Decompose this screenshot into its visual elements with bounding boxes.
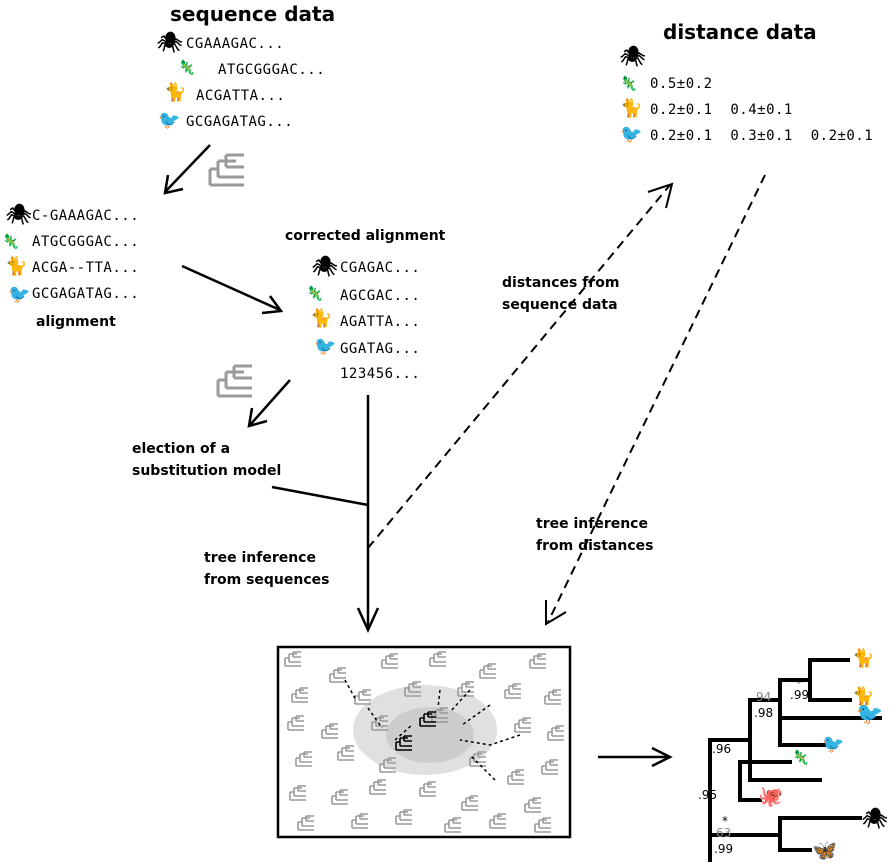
sequence-row: ACGATTA... — [196, 88, 286, 104]
spider-icon: 🕷 — [620, 44, 646, 68]
dashed-arrow-distances-head — [647, 182, 674, 209]
alignment-row: GCGAGATAG... — [32, 286, 140, 302]
arrow-tree-from-sequences — [356, 395, 380, 634]
tree-from-distances-label-2: from distances — [536, 538, 654, 554]
bird-icon: 🐦 — [8, 284, 31, 305]
tree-from-sequences-label-1: tree inference — [204, 550, 316, 566]
dashed-arrow-distances — [367, 184, 671, 549]
dashed-arrow-tree-from-distances — [547, 174, 766, 623]
lizard-icon: 🦎 — [178, 60, 196, 76]
tree-icon-2 — [216, 364, 254, 398]
bird-icon: 🐦 — [856, 702, 884, 727]
support-star: * — [796, 676, 802, 690]
tree-icon-1 — [208, 153, 246, 187]
octopus-icon: 🐙 — [758, 784, 783, 808]
spider-icon: 🕷 — [157, 30, 183, 54]
model-selection-label-2: substitution model — [132, 463, 282, 479]
spider-icon: 🕷 — [312, 254, 338, 278]
lizard-icon: 🦎 — [306, 286, 324, 302]
sequence-row: ATGCGGGAC... — [218, 62, 326, 78]
arrow-corrected-to-model — [247, 379, 291, 428]
support-star: * — [722, 814, 728, 828]
arrow-alignment-to-corrected — [181, 264, 284, 315]
bird-icon: 🐦 — [314, 336, 337, 357]
distances-label-2: sequence data — [502, 297, 618, 313]
alignment-label: alignment — [36, 314, 116, 330]
tree-search-paths — [344, 679, 521, 781]
final-tree — [708, 658, 882, 862]
arrow-sequence-to-alignment — [163, 144, 211, 195]
corrected-row: CGAGAC... — [340, 260, 421, 276]
sequence-row: CGAAAGAC... — [186, 36, 285, 52]
lizard-icon: 🦎 — [620, 76, 638, 92]
support-value: .98 — [754, 706, 774, 720]
bird-icon: 🐦 — [620, 124, 643, 145]
sequence-data-title: sequence data — [170, 2, 336, 26]
spider-icon: 🕷 — [862, 806, 888, 830]
butterfly-icon: 🦋 — [812, 838, 837, 862]
distance-data-title: distance data — [663, 20, 817, 44]
support-value: .99 — [714, 842, 734, 856]
tree-space-cloud-core — [386, 707, 474, 763]
alignment-row: ACGA--TTA... — [32, 260, 140, 276]
cat-icon: 🐈 — [852, 648, 875, 669]
support-value: .96 — [712, 742, 732, 756]
tree-from-sequences-label-2: from sequences — [204, 572, 330, 588]
sequence-row: GCGAGATAG... — [186, 114, 294, 130]
distance-row: 0.2±0.1 0.3±0.1 0.2±0.1 — [650, 128, 874, 144]
cat-icon: 🐈 — [164, 82, 187, 103]
distances-label-1: distances from — [502, 275, 620, 291]
corrected-row: AGCGAC... — [340, 288, 421, 304]
lizard-icon: 🦎 — [2, 234, 20, 250]
position-indices: 123456... — [340, 366, 421, 382]
distance-row: 0.2±0.1 0.4±0.1 — [650, 102, 793, 118]
cat-icon: 🐈 — [310, 308, 333, 329]
tree-from-distances-label-1: tree inference — [536, 516, 648, 532]
support-value: .99 — [790, 688, 810, 702]
bird-icon: 🐦 — [158, 110, 181, 131]
corrected-row: AGATTA... — [340, 314, 421, 330]
model-selection-label-1: election of a — [132, 441, 231, 457]
corrected-alignment-label: corrected alignment — [285, 228, 446, 244]
support-value: .95 — [698, 788, 718, 802]
corrected-row: GGATAG... — [340, 341, 421, 357]
arrow-to-final-tree — [598, 746, 673, 768]
lizard-icon: 🦎 — [792, 750, 810, 766]
bird-icon: 🐦 — [822, 734, 845, 755]
distance-row: 0.5±0.2 — [650, 76, 713, 92]
alignment-row: C-GAAAGAC... — [32, 208, 140, 224]
support-value-grey: 94 — [756, 690, 772, 704]
cat-icon: 🐈 — [852, 686, 875, 707]
alignment-row: ATGCGGGAC... — [32, 234, 140, 250]
dashed-arrow-tree-from-distances-head — [545, 600, 567, 626]
cat-icon: 🐈 — [5, 256, 28, 277]
arrow-model-branch — [271, 485, 369, 507]
spider-icon: 🕷 — [6, 202, 32, 226]
support-value-grey: 63 — [716, 826, 732, 840]
cat-icon: 🐈 — [620, 98, 643, 119]
